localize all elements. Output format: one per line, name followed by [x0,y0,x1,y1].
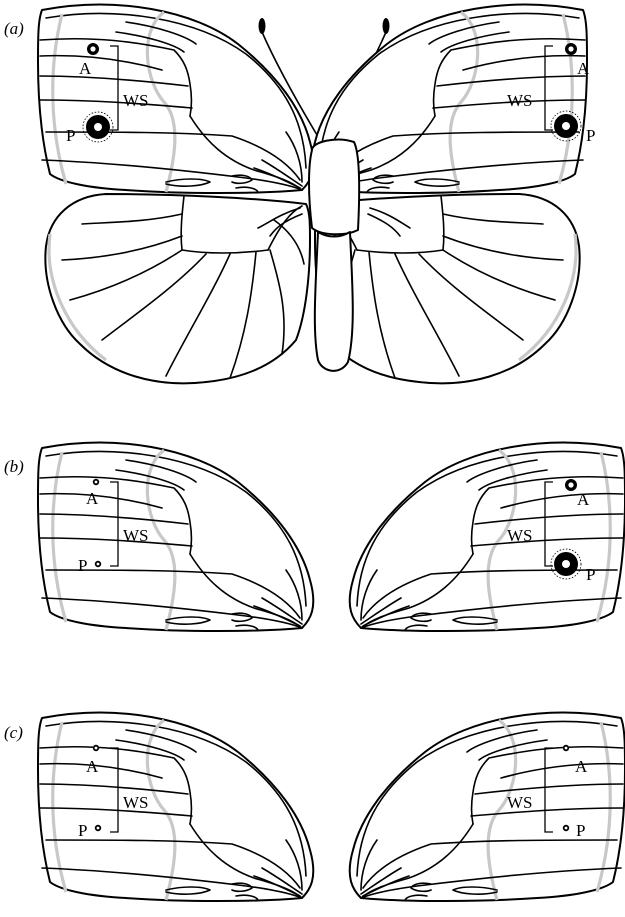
eyespot-posterior-right-c [563,825,569,831]
eyespot-anterior-right [565,43,577,55]
eyespot-anterior-right-b [565,479,577,491]
label-P-right: P [586,126,595,145]
eyespot-posterior-left-c [95,825,101,831]
left-forewing-b [38,443,313,631]
label-P-left-b: P [78,556,87,575]
left-forewing [38,5,313,193]
eyespot-posterior-left-b [95,561,101,567]
label-A-left-b: A [86,489,99,508]
left-forewing-c [38,713,313,901]
panel-b: (b) A WS P A WS P [4,443,625,631]
panel-c: (c) A WS P A WS P [4,713,625,901]
panel-label-b: (b) [4,457,24,476]
abdomen [315,232,353,371]
label-WS-right: WS [507,91,533,110]
label-A-left-c: A [86,757,99,776]
label-P-right-c: P [576,821,585,840]
label-A-left: A [79,59,92,78]
right-antenna-club [383,18,390,34]
eyespot-anterior-left [87,43,99,55]
label-P-left: P [66,126,75,145]
label-P-right-b: P [586,565,595,584]
label-WS-right-c: WS [507,793,533,812]
label-A-right: A [577,59,590,78]
eyespot-anterior-left-b [93,479,99,485]
panel-a: (a) A WS P A WS P [4,5,595,384]
eyespot-anterior-right-c [563,745,569,751]
label-WS-left-b: WS [123,526,149,545]
label-P-left-c: P [78,821,87,840]
right-forewing-b [350,443,625,631]
label-WS-right-b: WS [507,526,533,545]
label-WS-left: WS [123,91,149,110]
panel-label-c: (c) [4,723,23,742]
label-WS-left-c: WS [123,793,149,812]
label-A-right-c: A [575,757,588,776]
left-antenna-club [259,18,266,34]
panel-label-a: (a) [4,19,24,38]
thorax [309,140,359,235]
label-A-right-b: A [577,490,590,509]
left-hindwing [45,194,310,383]
right-forewing-c [350,713,625,901]
eyespot-anterior-left-c [93,745,99,751]
